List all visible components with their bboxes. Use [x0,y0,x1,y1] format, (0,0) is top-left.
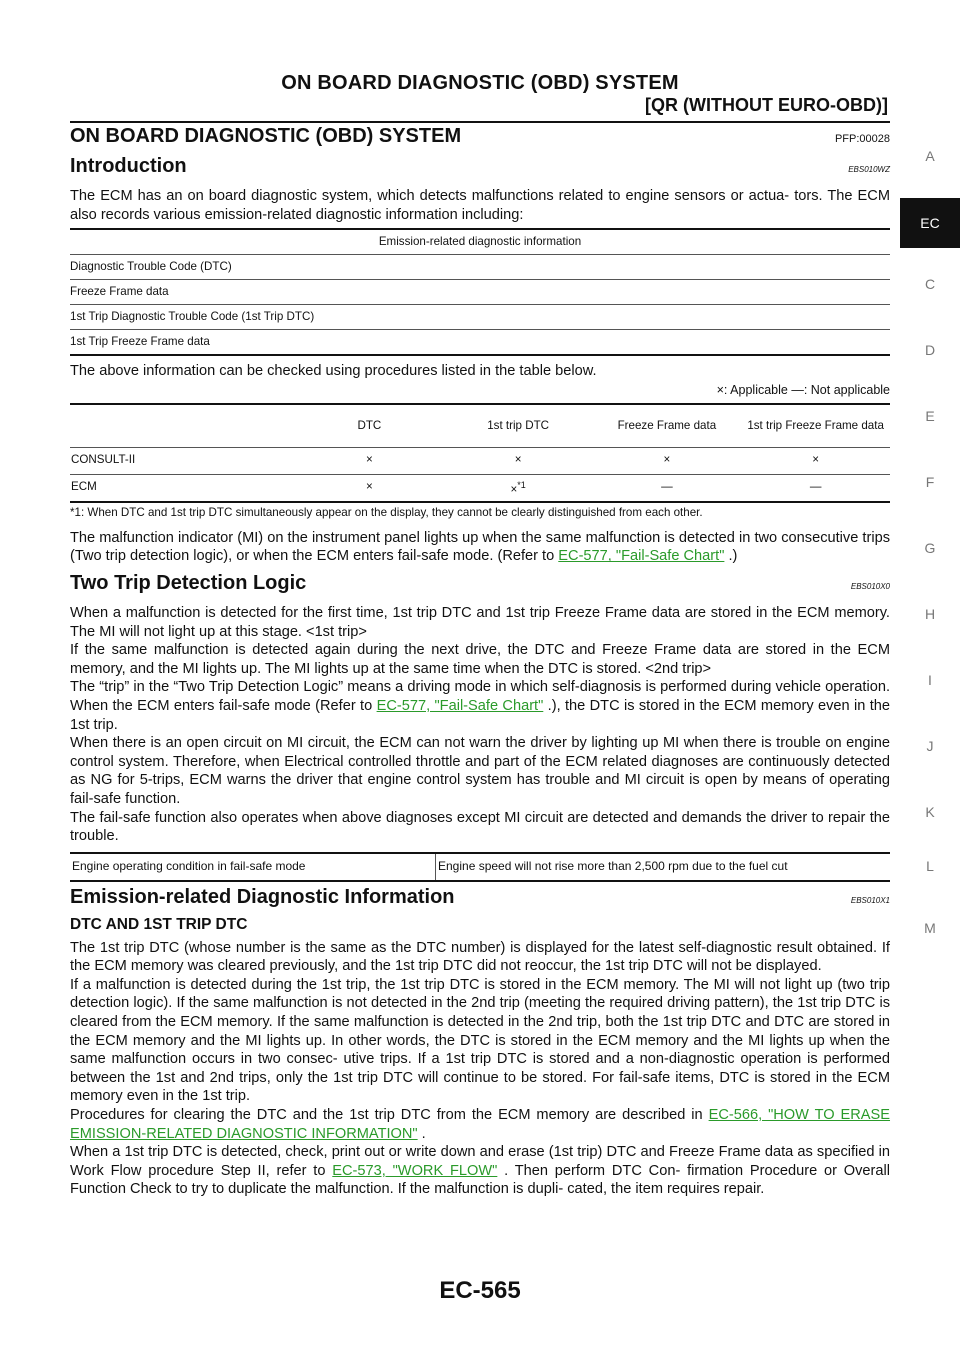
column-header: DTC [295,402,444,448]
mi-text: The malfunction indicator (MI) on the in… [70,529,890,565]
footnote-marker: *1 [517,480,526,491]
emission-paragraph: Procedures for clearing the DTC and the … [70,1106,890,1143]
table-row: Diagnostic Trouble Code (DTC) [70,254,890,281]
emission-title: Emission-related Diagnostic Information [70,885,455,908]
page-header-title: ON BOARD DIAGNOSTIC (OBD) SYSTEM [281,72,679,94]
intro-text-2: The above information can be checked usi… [70,363,597,380]
table-cell: — [592,474,742,503]
page-content: ON BOARD DIAGNOSTIC (OBD) SYSTEM PFP:000… [70,125,890,1199]
tab-c[interactable]: C [924,276,936,292]
section-heading: ON BOARD DIAGNOSTIC (OBD) SYSTEM PFP:000… [70,125,890,155]
tab-j[interactable]: J [926,738,934,754]
tab-k[interactable]: K [925,804,935,820]
tab-f[interactable]: F [925,474,935,490]
two-trip-paragraph: The fail-safe function also operates whe… [70,809,890,845]
emission-paragraph: If a malfunction is detected during the … [70,976,890,1105]
emission-text: Procedures for clearing the DTC and the … [70,1107,709,1124]
row-label: CONSULT-II [70,447,295,475]
page-header-subtitle: [QR (WITHOUT EURO-OBD)] [645,95,888,115]
two-trip-title: Two Trip Detection Logic [70,571,307,594]
emission-info-header: Emission-related diagnostic information [70,228,890,256]
fail-safe-chart-link[interactable]: EC-577, "Fail-Safe Chart" [558,548,725,565]
section-title: ON BOARD DIAGNOSTIC (OBD) SYSTEM [70,125,462,147]
two-trip-paragraph: If the same malfunction is detected agai… [70,642,890,677]
dtc-availability-table: DTC 1st trip DTC Freeze Frame data 1st t… [70,402,890,503]
fail-safe-table: Engine operating condition in fail-safe … [70,851,890,882]
emission-code: EBS010X1 [850,895,890,905]
two-trip-text: The “trip” in the “Two Trip Detection Lo… [70,679,890,714]
tab-l[interactable]: L [926,858,934,874]
fail-safe-behavior: Engine speed will not rise more than 2,5… [435,851,890,882]
emission-info-table: Emission-related diagnostic information … [70,228,890,357]
intro-heading: Introduction EBS010WZ [70,155,890,185]
emission-text: When a 1st trip DTC is detected, check, … [70,1144,890,1179]
work-flow-link[interactable]: EC-573, "WORK FLOW" [332,1162,498,1179]
tab-i[interactable]: I [928,672,932,688]
table-cell: × [295,474,444,503]
emission-text-end: . [417,1125,426,1142]
emission-paragraph: The 1st trip DTC (whose number is the sa… [70,939,890,975]
mi-text-end: .) [724,548,738,565]
tab-d[interactable]: D [924,342,936,358]
column-header: 1st trip DTC [443,402,593,448]
table-row: 1st Trip Diagnostic Trouble Code (1st Tr… [70,304,890,331]
table-cell: ×*1 [443,474,593,503]
emission-text-end: . Then perform DTC Con- firmation Proced… [70,1162,890,1198]
two-trip-paragraph: When a malfunction is detected for the f… [70,604,890,640]
two-trip-paragraph: When there is an open circuit on MI circ… [70,735,890,807]
intro-code: EBS010WZ [848,165,890,174]
intro-text: The ECM has an on board diagnostic syste… [70,188,890,223]
section-index-tabs: A EC C D E F G H I J K L M [900,0,960,1358]
tab-ec[interactable]: EC [900,198,960,248]
dtc-subheading: DTC AND 1ST TRIP DTC [70,915,248,933]
table-row: Freeze Frame data [70,279,890,306]
tab-m[interactable]: M [924,920,936,936]
page-number: EC-565 [439,1277,521,1304]
two-trip-text-end: .), the DTC is stored in the ECM memory … [70,697,891,733]
tab-g[interactable]: G [924,540,936,556]
table-cell: × [741,447,890,475]
emission-paragraph: When a 1st trip DTC is detected, check, … [70,1143,890,1199]
column-header: Freeze Frame data [592,402,742,448]
table-cell: — [741,474,890,503]
erase-dtc-link[interactable]: EC-566, "HOW TO ERASE EMISSION-RELATED D… [70,1107,891,1142]
column-header: 1st trip Freeze Frame data [741,402,890,448]
table-cell: × [592,447,742,475]
emission-heading: Emission-related Diagnostic Information … [70,885,890,916]
two-trip-code: EBS010X0 [850,581,890,591]
intro-title: Introduction [70,155,187,177]
table-footnote: *1: When DTC and 1st trip DTC simultaneo… [70,505,703,519]
fail-safe-chart-link[interactable]: EC-577, "Fail-Safe Chart" [376,697,544,714]
table-cell: × [295,447,444,475]
section-code: PFP:00028 [834,133,890,145]
applicability-legend: ×: Applicable —: Not applicable [716,382,890,397]
tab-h[interactable]: H [924,606,936,622]
table-corner [70,402,295,448]
table-row: 1st Trip Freeze Frame data [70,329,890,357]
two-trip-paragraph: The “trip” in the “Two Trip Detection Lo… [70,678,890,734]
fail-safe-condition: Engine operating condition in fail-safe … [70,851,436,882]
table-cell: × [443,447,593,475]
header-rule [70,121,890,123]
row-label: ECM [70,474,295,503]
tab-e[interactable]: E [925,408,935,424]
mi-paragraph: The malfunction indicator (MI) on the in… [70,529,890,566]
tab-a[interactable]: A [925,148,935,164]
two-trip-heading: Two Trip Detection Logic EBS010X0 [70,571,890,602]
